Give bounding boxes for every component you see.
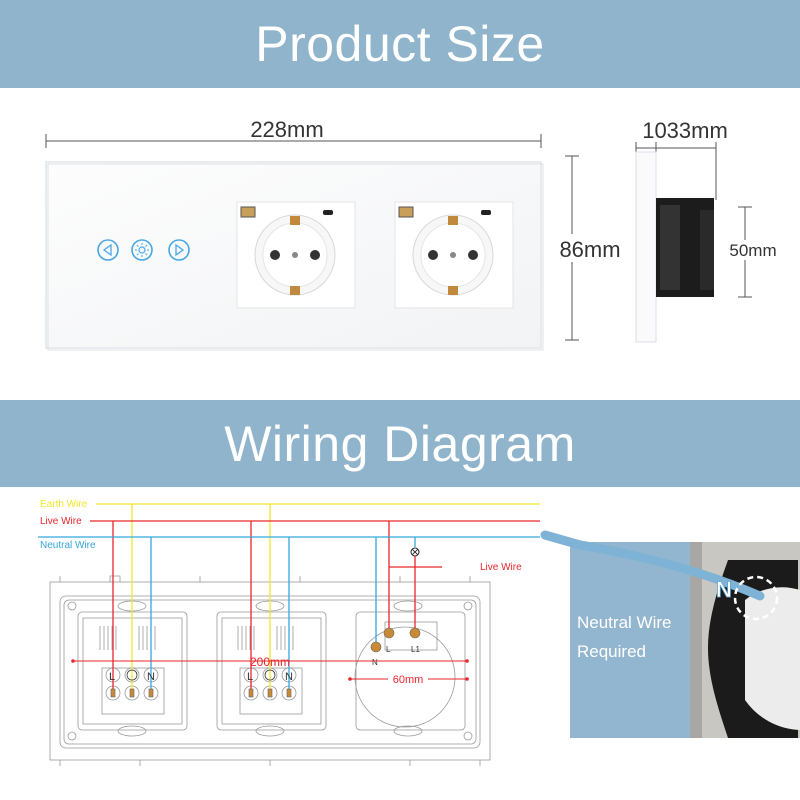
svg-text:N: N [285,671,293,683]
wiring-legend: Earth Wire Live Wire Neutral Wire [40,499,96,551]
usb-a-port-icon [240,206,256,218]
width-label: 228mm [250,117,323,142]
usb-c-port-icon [323,210,333,215]
earth-wire-label: Earth Wire [40,499,88,510]
terminal-labels: L N L N L L1 N [109,645,420,683]
socket-1 [236,201,356,309]
terminals [110,627,421,698]
center-distance-label: 200mm [250,655,290,669]
neutral-badge: N [716,577,732,602]
svg-text:L: L [109,671,115,683]
svg-text:N: N [372,658,378,667]
arrow-left-icon [97,239,119,261]
live-wire-label: Live Wire [40,516,82,527]
neutral-callout: N [540,530,800,738]
wiring-diagram-header: Wiring Diagram [0,400,800,487]
svg-text:L: L [247,671,253,683]
center-distance-dimension: 200mm [71,655,469,669]
arrow-right-icon [168,239,190,261]
brightness-icon [131,239,153,261]
socket-2 [394,201,514,309]
usb-a-port-icon [398,206,414,218]
svg-text:N: N [147,671,155,683]
side-view: 1033mm 50mm [635,118,782,343]
lamp-icon [410,547,420,629]
live-wire [90,520,540,693]
neutral-wire [38,536,540,693]
wiring-diagram-title: Wiring Diagram [224,415,576,472]
height-dimension: 86mm [552,155,621,341]
svg-text:L: L [386,645,391,654]
note-line-1: Neutral Wire [577,613,672,632]
neutral-required-note: Neutral Wire Required [577,608,671,666]
height-label: 86mm [559,237,620,262]
usb-c-port-icon [481,210,491,215]
product-size-title: Product Size [255,16,545,72]
depth-label: 1033mm [642,118,728,143]
switch-module [354,600,466,737]
svg-text:L1: L1 [411,645,420,654]
neutral-wire-label: Neutral Wire [40,540,96,551]
switch-size-label: 60mm [393,674,424,686]
box-height-label: 50mm [729,241,776,260]
note-line-2: Required [577,642,646,661]
touch-buttons [97,239,190,261]
branch-live-wire-label: Live Wire [480,562,522,573]
width-dimension: 228mm [45,117,542,148]
product-size-header: Product Size [0,0,800,88]
earth-wire [96,503,540,693]
switch-size-dimension: 60mm [348,674,469,686]
front-panel [45,161,544,351]
